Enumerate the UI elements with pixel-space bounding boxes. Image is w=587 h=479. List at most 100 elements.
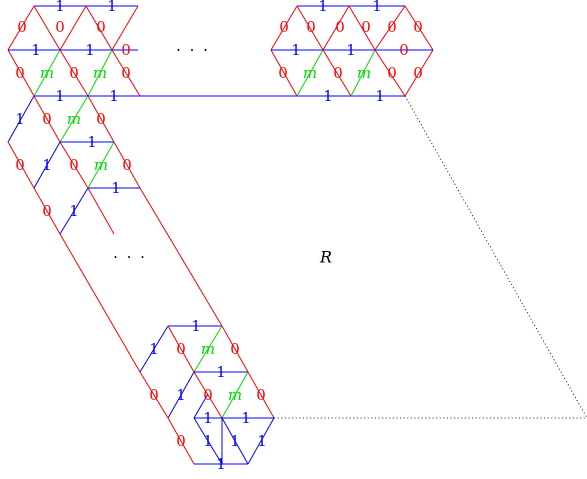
red-edge [33,5,61,51]
red-edge [59,233,141,373]
blue-edge [247,417,275,465]
edge-label-zero: 0 [42,110,52,128]
dotted-boundary-line [404,95,587,419]
edge-label-one: 1 [318,0,328,15]
edge-label-zero: 0 [42,202,52,220]
edge-label-one: 1 [55,0,65,15]
red-edge [374,49,406,97]
edge-label-one: 1 [69,202,79,220]
green-edge [33,49,61,97]
edge-label-one: 1 [346,41,356,59]
edge-label-zero: 0 [149,386,159,404]
edge-label-m: m [357,64,371,82]
edge-label-one: 1 [291,41,301,59]
red-edge [348,5,376,51]
edge-label-m: m [303,64,317,82]
red-edge [33,187,61,235]
red-edge [296,5,324,51]
edge-label-zero: 0 [17,18,27,36]
edge-label-one: 1 [216,363,226,381]
green-edge [87,141,115,189]
red-edge [111,49,141,97]
edge-label-one: 1 [111,179,121,197]
edge-label-zero: 0 [361,18,371,36]
red-edge [59,141,89,189]
blue-edge [167,371,195,419]
red-edge [139,371,169,419]
red-edge [167,417,195,465]
red-edge [87,95,115,143]
edge-label-zero: 0 [279,18,289,36]
red-edge [59,49,89,97]
edge-label-one: 1 [87,133,97,151]
edge-label-one: 1 [85,41,95,59]
green-edge [296,49,324,97]
red-edge [139,187,223,327]
edge-label-zero: 0 [121,41,131,59]
red-edge [322,5,350,51]
edge-label-zero: 0 [278,64,288,82]
edge-label-one: 1 [372,0,382,15]
edge-label-m: m [228,386,242,404]
edge-label-m: m [201,340,215,358]
blue-edge [221,417,249,465]
red-edge [113,141,141,189]
green-edge [193,325,223,373]
edge-label-m: m [40,64,54,82]
edge-label-m: m [67,110,81,128]
edge-layer [7,5,434,465]
edge-label-zero: 0 [335,18,345,36]
edge-label-zero: 0 [69,64,79,82]
edge-label-zero: 0 [176,432,186,450]
red-edge [111,5,139,51]
red-edge [270,49,298,97]
edge-label-zero: 0 [387,18,397,36]
green-edge [221,371,249,419]
red-edge [33,95,61,143]
annotation-layer: · · ·· · ·R [113,41,332,267]
red-edge [193,371,223,419]
blue-edge [33,141,61,189]
red-edge [404,5,434,51]
edge-label-zero: 0 [55,18,65,36]
edge-label-zero: 0 [413,18,423,36]
edge-label-zero: 0 [306,18,316,36]
red-edge [167,325,195,373]
edge-label-zero: 0 [176,340,186,358]
edge-label-one: 1 [375,87,385,105]
edge-label-zero: 0 [15,64,25,82]
edge-label-zero: 0 [333,64,343,82]
red-edge [87,187,115,235]
edge-label-zero: 0 [96,18,106,36]
edge-label-one: 1 [216,455,226,473]
edge-label-one: 1 [241,409,251,427]
red-edge [270,5,298,51]
ellipsis-marker: · · · [176,41,210,59]
edge-label-one: 1 [323,87,333,105]
red-edge [404,49,434,97]
red-edge [7,141,35,189]
edge-label-zero: 0 [399,41,409,59]
edge-label-one: 1 [230,432,240,450]
edge-label-one: 1 [149,340,159,358]
edge-label-one: 1 [55,87,65,105]
red-edge [374,5,406,51]
edge-label-one: 1 [15,110,25,128]
blue-edge [139,325,169,373]
green-edge [350,49,376,97]
edge-label-one: 1 [176,386,186,404]
red-edge [7,49,35,97]
green-edge [87,49,113,97]
blue-edge [7,95,35,143]
blue-edge [193,393,209,419]
edge-label-zero: 0 [413,64,423,82]
edge-label-zero: 0 [15,156,25,174]
edge-label-one: 1 [191,317,201,335]
edge-label-zero: 0 [203,386,213,404]
edge-label-one: 1 [31,41,41,59]
red-edge [85,5,113,51]
edge-label-m: m [94,156,108,174]
